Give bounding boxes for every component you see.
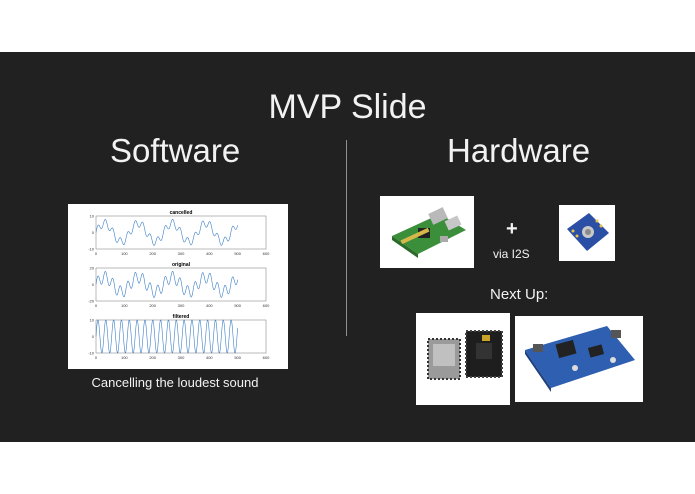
- x-tick-label: 200: [149, 303, 156, 308]
- y-tick-label: 0: [92, 282, 95, 287]
- x-tick-label: 300: [178, 303, 185, 308]
- raspberry-pi-photo: [380, 196, 474, 268]
- series-line-filtered: [95, 319, 238, 354]
- esp32-modules-photo: [416, 313, 510, 405]
- subplot-axes-cancelled: [95, 215, 267, 250]
- x-tick-label: 0: [95, 251, 98, 256]
- y-tick-label: 0: [92, 230, 95, 235]
- raspberry-pi-board-icon: [392, 207, 466, 258]
- via-i2s-label: via I2S: [493, 247, 530, 261]
- software-heading: Software: [110, 132, 241, 169]
- dsp-dev-board-icon: [525, 326, 635, 392]
- x-tick-label: 400: [206, 355, 213, 360]
- x-tick-label: 500: [234, 355, 241, 360]
- x-tick-label: 100: [121, 355, 128, 360]
- y-tick-label: 10: [90, 318, 95, 323]
- x-tick-label: 500: [234, 251, 241, 256]
- series-line-original: [95, 271, 238, 298]
- subplot-title-filtered: filtered: [173, 314, 190, 320]
- hardware-heading: Hardware: [447, 132, 591, 169]
- dsp-board-photo: [515, 316, 643, 402]
- slide: MVP Slide Software Hardware cancelled 0 10…: [0, 52, 695, 442]
- x-tick-label: 600: [263, 355, 270, 360]
- plus-sign: +: [506, 218, 518, 240]
- x-tick-label: 200: [149, 251, 156, 256]
- y-tick-label: 20: [90, 266, 95, 271]
- x-tick-label: 400: [206, 251, 213, 256]
- x-tick-label: 300: [178, 355, 185, 360]
- subplot-title-cancelled: cancelled: [170, 210, 193, 216]
- subplot-axes-original: [95, 267, 267, 302]
- x-tick-label: 100: [121, 303, 128, 308]
- next-up-label: Next Up:: [490, 286, 549, 303]
- i2s-breakout-icon: [567, 213, 609, 251]
- y-tick-label: -10: [88, 351, 95, 356]
- x-tick-label: 300: [178, 251, 185, 256]
- x-tick-label: 500: [234, 303, 241, 308]
- x-tick-label: 0: [95, 303, 98, 308]
- y-tick-label: 0: [92, 334, 95, 339]
- x-tick-label: 600: [263, 251, 270, 256]
- plots-caption: Cancelling the loudest sound: [91, 375, 259, 390]
- y-tick-label: 10: [90, 214, 95, 219]
- i2s-breakout-photo: [559, 205, 615, 261]
- esp32-module-icon: [427, 330, 503, 380]
- series-line-cancelled: [95, 219, 238, 246]
- x-tick-label: 400: [206, 303, 213, 308]
- y-tick-label: -20: [88, 299, 95, 304]
- y-tick-label: -10: [88, 247, 95, 252]
- x-tick-label: 100: [121, 251, 128, 256]
- subplot-title-original: original: [172, 262, 191, 268]
- column-divider: [346, 140, 347, 336]
- x-tick-label: 200: [149, 355, 156, 360]
- x-tick-label: 600: [263, 303, 270, 308]
- slide-title: MVP Slide: [268, 88, 427, 126]
- x-tick-label: 0: [95, 355, 98, 360]
